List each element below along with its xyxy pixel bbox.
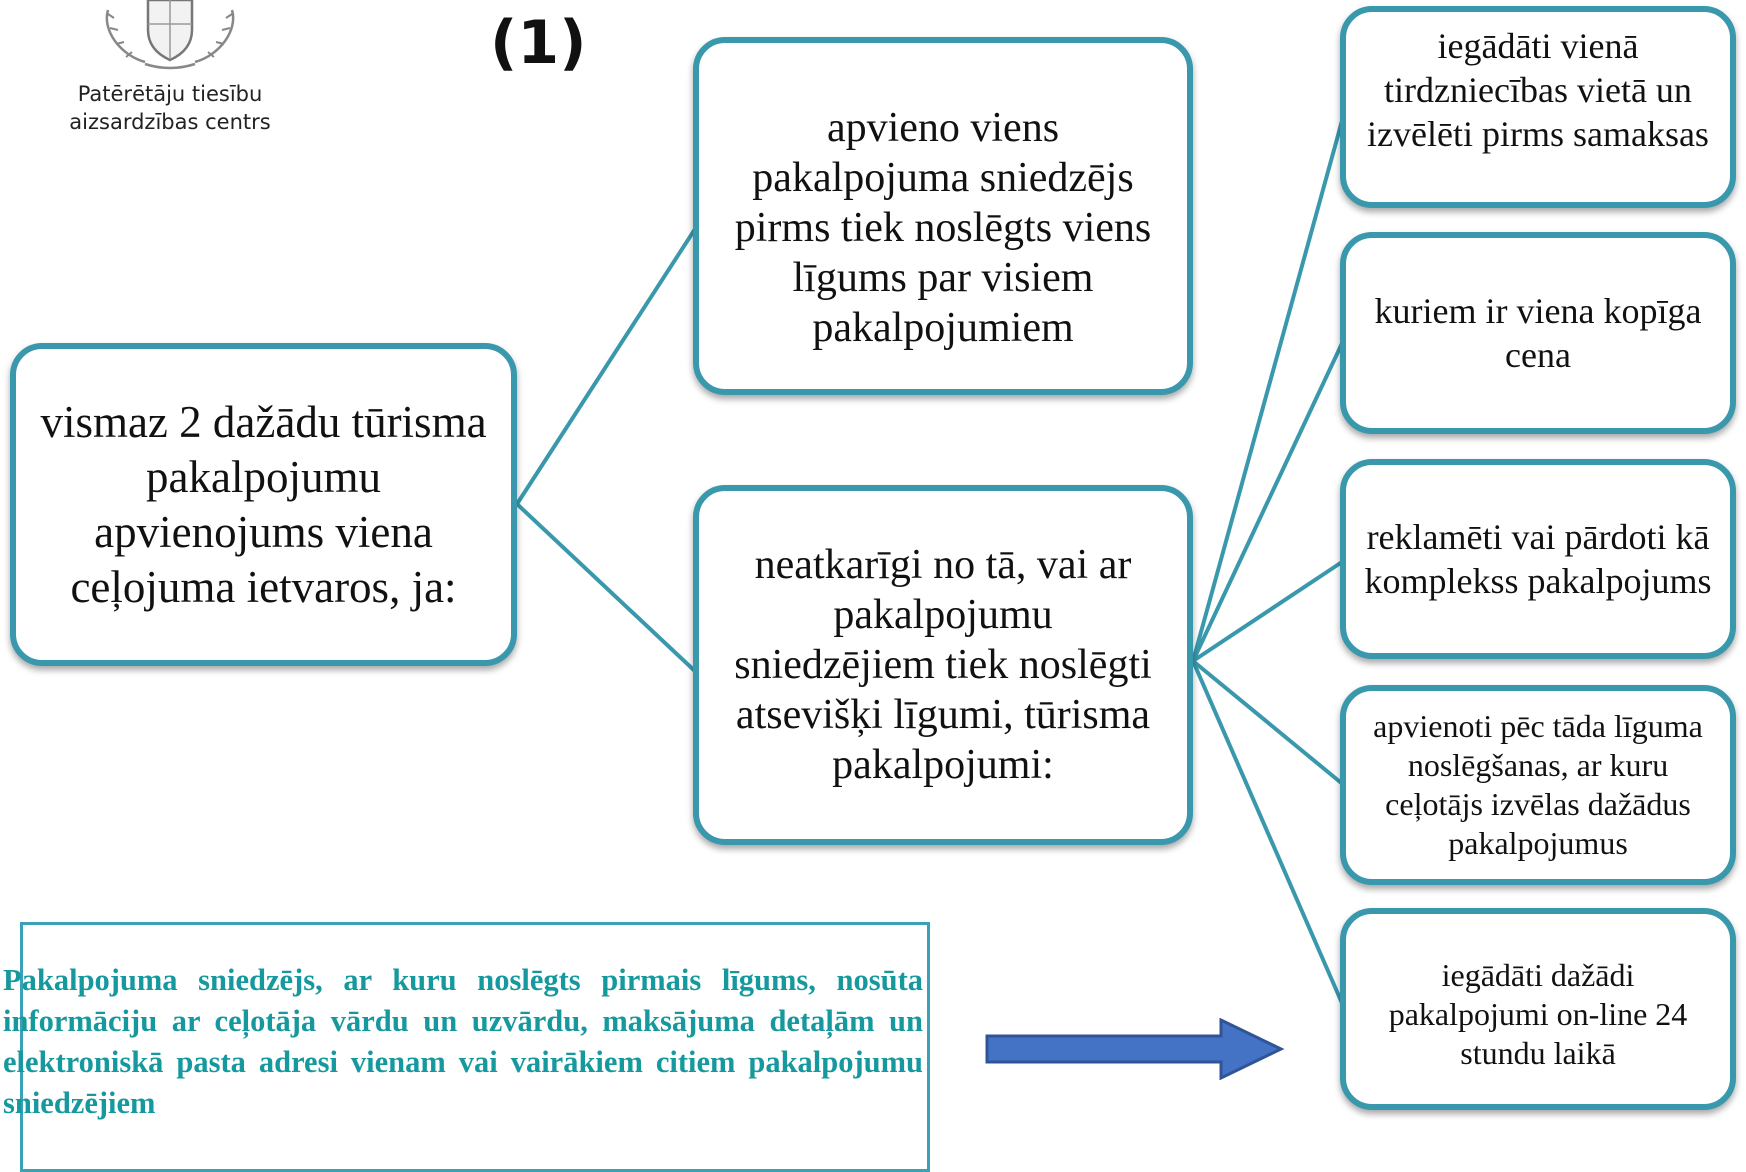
- diagram-leaf-2: kuriem ir viena kopīga cena: [1340, 232, 1736, 434]
- org-name-line-2: aizsardzības centrs: [69, 110, 271, 134]
- connector-root-to-branch-a: [515, 224, 699, 506]
- root-node-text: vismaz 2 dažādu tūrisma pakalpojumu apvi…: [40, 396, 487, 612]
- note-text: Pakalpojuma sniedzējs, ar kuru noslēgts …: [3, 963, 923, 1120]
- connector-branch-b-to-leaf-5: [1191, 660, 1347, 1011]
- org-logo: Patērētāju tiesību aizsardzības centrs: [55, 0, 285, 150]
- connector-root-to-branch-b: [515, 502, 699, 675]
- right-arrow-icon: [985, 1018, 1285, 1080]
- org-name-line-1: Patērētāju tiesību: [77, 82, 263, 106]
- connector-branch-b-to-leaf-1: [1191, 109, 1347, 662]
- branch-b-text: neatkarīgi no tā, vai ar pakalpojumu sni…: [734, 542, 1152, 788]
- diagram-leaf-1: iegādāti vienā tirdzniecības vietā un iz…: [1340, 6, 1736, 208]
- coat-of-arms-icon: [105, 0, 235, 70]
- leaf-1-text: iegādāti vienā tirdzniecības vietā un iz…: [1367, 26, 1709, 154]
- diagram-leaf-5: iegādāti dažādi pakalpojumi on-line 24 s…: [1340, 908, 1736, 1110]
- diagram-leaf-4: apvienoti pēc tāda līguma noslēgšanas, a…: [1340, 685, 1736, 885]
- connector-branch-b-to-leaf-3: [1191, 558, 1347, 663]
- diagram-root-node: vismaz 2 dažādu tūrisma pakalpojumu apvi…: [10, 343, 517, 666]
- leaf-2-text: kuriem ir viena kopīga cena: [1374, 291, 1702, 375]
- leaf-3-text: reklamēti vai pārdoti kā komplekss pakal…: [1364, 517, 1712, 601]
- diagram-branch-b-node: neatkarīgi no tā, vai ar pakalpojumu sni…: [693, 485, 1193, 845]
- leaf-4-text: apvienoti pēc tāda līguma noslēgšanas, a…: [1373, 708, 1703, 861]
- slide-title: (1): [490, 8, 587, 78]
- diagram-branch-a-node: apvieno viens pakalpojuma sniedzējs pirm…: [693, 37, 1193, 395]
- diagram-leaf-3: reklamēti vai pārdoti kā komplekss pakal…: [1340, 459, 1736, 659]
- leaf-5-text: iegādāti dažādi pakalpojumi on-line 24 s…: [1388, 957, 1688, 1071]
- connector-branch-b-to-leaf-2: [1191, 336, 1347, 662]
- branch-a-text: apvieno viens pakalpojuma sniedzējs pirm…: [734, 105, 1152, 351]
- connector-branch-b-to-leaf-4: [1191, 659, 1347, 788]
